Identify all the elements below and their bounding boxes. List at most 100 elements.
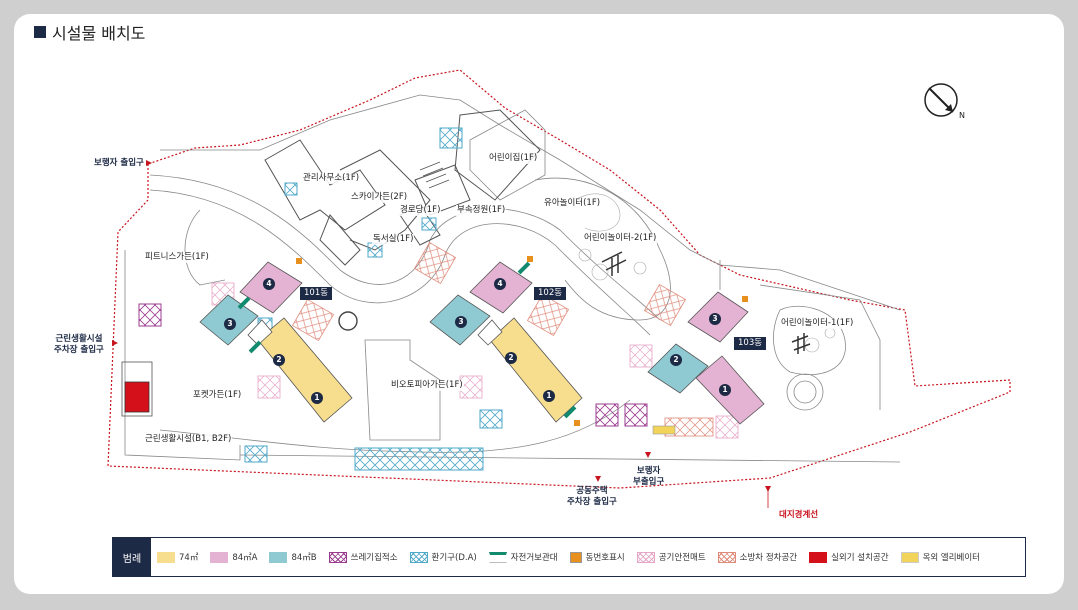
pedestrian-entrance-label: 보행자 출입구 <box>94 158 144 168</box>
legend-label: 환기구(D.A) <box>431 553 477 563</box>
trash-area-3 <box>624 403 648 427</box>
kids-play-1-label: 어린이놀이터-1(1F) <box>780 318 855 329</box>
legend-item: 84㎡A <box>210 551 257 563</box>
dong-marker-103 <box>742 296 748 302</box>
bike-rack-2 <box>248 340 262 354</box>
legend-label: 자전거보관대 <box>510 553 558 563</box>
legend-swatch <box>900 551 919 563</box>
vent-5 <box>284 182 298 196</box>
unit-badge: 1 <box>719 384 731 396</box>
vent-7 <box>421 217 437 231</box>
page-title: 시설물 배치도 <box>34 20 145 44</box>
sky-garden-label: 스카이가든(2F) <box>350 192 409 203</box>
legend-swatch <box>809 551 828 563</box>
central-circle <box>338 311 358 331</box>
neighborhood-facility-label: 근린생활시설(B1, B2F) <box>144 434 233 445</box>
compass-icon: N <box>924 83 965 120</box>
kids-play-2-label: 어린이놀이터-2(1F) <box>583 233 658 244</box>
legend-item: 동번호표시 <box>569 551 625 563</box>
dong-101-tag: 101동 <box>300 287 333 300</box>
fire-stop-2 <box>413 241 457 285</box>
legend-item: 소방차 정차공간 <box>717 551 798 563</box>
unit-badge: 2 <box>505 352 517 364</box>
admin-office-label: 관리사무소(1F) <box>302 173 361 184</box>
legend-swatch <box>488 551 507 563</box>
legend-swatch <box>717 551 736 563</box>
legend-item: 쓰레기집적소 <box>328 551 398 563</box>
neighborhood-parking-arrow <box>112 340 118 346</box>
legend-item: 실외기 설치공간 <box>809 551 889 563</box>
legend-label: 옥외 엘리베이터 <box>922 553 981 563</box>
boundary-label-arrow <box>765 486 771 492</box>
unit-badge: 1 <box>311 392 323 404</box>
annex-garden-label: 부속정원(1F) <box>456 205 507 216</box>
legend-swatch <box>210 551 229 563</box>
pedestrian-sub-entrance-label: 보행자 부출입구 <box>633 466 665 487</box>
bike-rack-3 <box>517 261 531 275</box>
legend-label: 공기안전매트 <box>658 553 706 563</box>
fire-stop-1 <box>291 298 335 342</box>
bike-rack-4 <box>563 405 577 419</box>
legend-item: 자전거보관대 <box>488 551 558 563</box>
fire-stop-4 <box>643 283 687 327</box>
unit-badge: 3 <box>224 318 236 330</box>
outdoor-unit-area <box>124 381 150 413</box>
legend-swatch <box>157 551 175 563</box>
legend: 범례 74㎡ 84㎡A 84㎡B 쓰레기집적소 환기구(D.A) 자전거보관대 동번호표시 공… <box>112 537 1026 577</box>
unit-badge: 4 <box>494 278 506 290</box>
title-square-icon <box>34 26 46 38</box>
outdoor-unit-outline <box>121 361 153 417</box>
legend-swatch <box>328 551 347 563</box>
play-equipment-1 <box>791 333 811 354</box>
building-102 <box>429 261 583 423</box>
legend-label: 84㎡A <box>232 553 258 563</box>
unit-badge: 4 <box>263 278 275 290</box>
air-mat-4 <box>715 415 739 439</box>
biotope-garden-label: 비오토피아가든(1F) <box>390 380 464 391</box>
play-equipment-2 <box>601 251 627 276</box>
legend-item: 84㎡B <box>269 551 317 563</box>
vent-4 <box>367 242 383 258</box>
legend-label: 소방차 정차공간 <box>739 553 798 563</box>
legend-item: 공기안전매트 <box>636 551 706 563</box>
unit-badge: 3 <box>455 316 467 328</box>
legend-swatch <box>569 551 582 563</box>
vent-1 <box>354 447 484 471</box>
legend-head: 범례 <box>113 538 151 576</box>
legend-label: 74㎡ <box>179 553 199 563</box>
legend-swatch <box>409 551 428 563</box>
bike-rack-1 <box>237 296 251 310</box>
dong-103-tag: 103동 <box>734 337 767 350</box>
sky-garden-stairs <box>419 161 450 189</box>
trash-area-2 <box>595 403 619 427</box>
dong-102-tag: 102동 <box>534 287 567 300</box>
dong-marker-101 <box>296 258 302 264</box>
svg-text:N: N <box>959 111 965 120</box>
senior-center-label: 경로당(1F) <box>399 205 442 216</box>
unit-badge: 2 <box>273 354 285 366</box>
legend-label: 동번호표시 <box>585 553 625 563</box>
trash-area-1 <box>138 303 162 327</box>
fitness-garden-label: 피트니스가든(1F) <box>144 252 210 263</box>
legend-item: 환기구(D.A) <box>409 551 477 563</box>
legend-swatch <box>269 551 288 563</box>
legend-label: 쓰레기집적소 <box>350 553 398 563</box>
apartment-parking-label: 공동주택 주차장 출입구 <box>567 486 617 507</box>
pedestrian-entrance-arrow <box>146 160 152 166</box>
legend-item: 74㎡ <box>157 551 198 563</box>
neighborhood-parking-label: 근린생활시설 주차장 출입구 <box>54 334 104 355</box>
vent-2 <box>244 445 268 463</box>
unit-badge: 3 <box>709 313 721 325</box>
legend-swatch <box>636 551 655 563</box>
pedestrian-sub-arrow <box>645 452 651 458</box>
site-boundary-line <box>107 69 1011 489</box>
reading-room-label: 독서실(1F) <box>372 234 415 245</box>
outdoor-elevator <box>652 425 676 435</box>
air-mat-2 <box>257 375 281 399</box>
site-boundary-label: 대지경계선 <box>779 510 819 520</box>
apartment-parking-arrow <box>595 476 601 482</box>
air-mat-5 <box>629 344 653 368</box>
legend-label: 실외기 설치공간 <box>831 553 889 563</box>
dong-marker-102 <box>527 256 533 262</box>
